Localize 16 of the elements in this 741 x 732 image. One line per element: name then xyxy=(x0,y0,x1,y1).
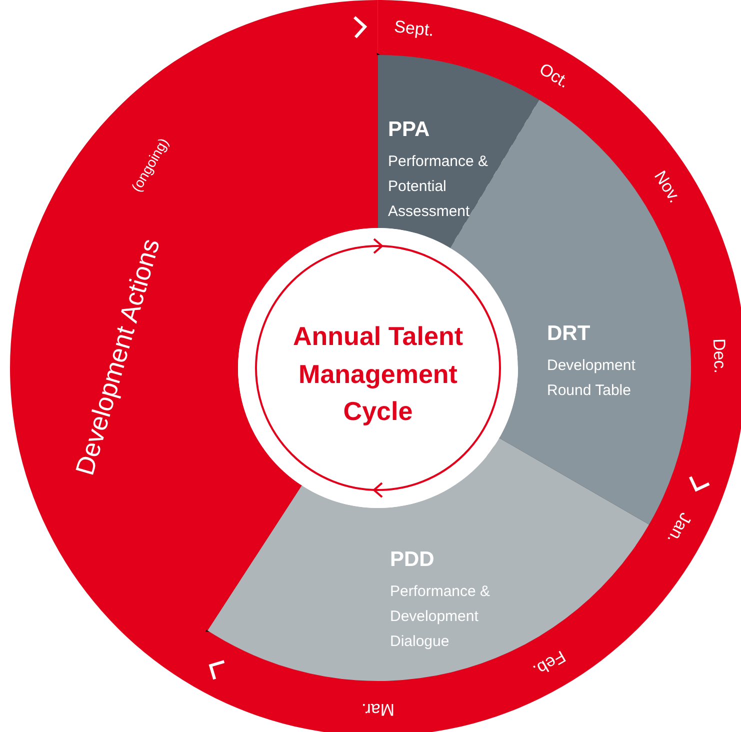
phase-sector xyxy=(378,55,540,248)
phase-description: Performance & Development Dialogue xyxy=(390,582,492,652)
phase-title: PPA xyxy=(388,117,430,143)
phase-description: Performance & Potential Assessment xyxy=(388,152,490,222)
month-label: Oct. xyxy=(535,59,572,92)
month-label: Mar. xyxy=(361,699,395,719)
phase-title: PDD xyxy=(390,547,434,573)
cycle-title: Annual Talent Management Cycle xyxy=(292,320,464,428)
phase-description: Development Round Table xyxy=(547,356,636,401)
center-circle xyxy=(238,228,518,508)
month-label: Feb. xyxy=(528,646,568,680)
month-label: Dec. xyxy=(708,338,730,374)
month-label: Jan. xyxy=(662,509,696,547)
phase-sector xyxy=(207,438,650,681)
phase-title: DRT xyxy=(547,321,590,347)
month-label: Sept. xyxy=(392,16,434,41)
